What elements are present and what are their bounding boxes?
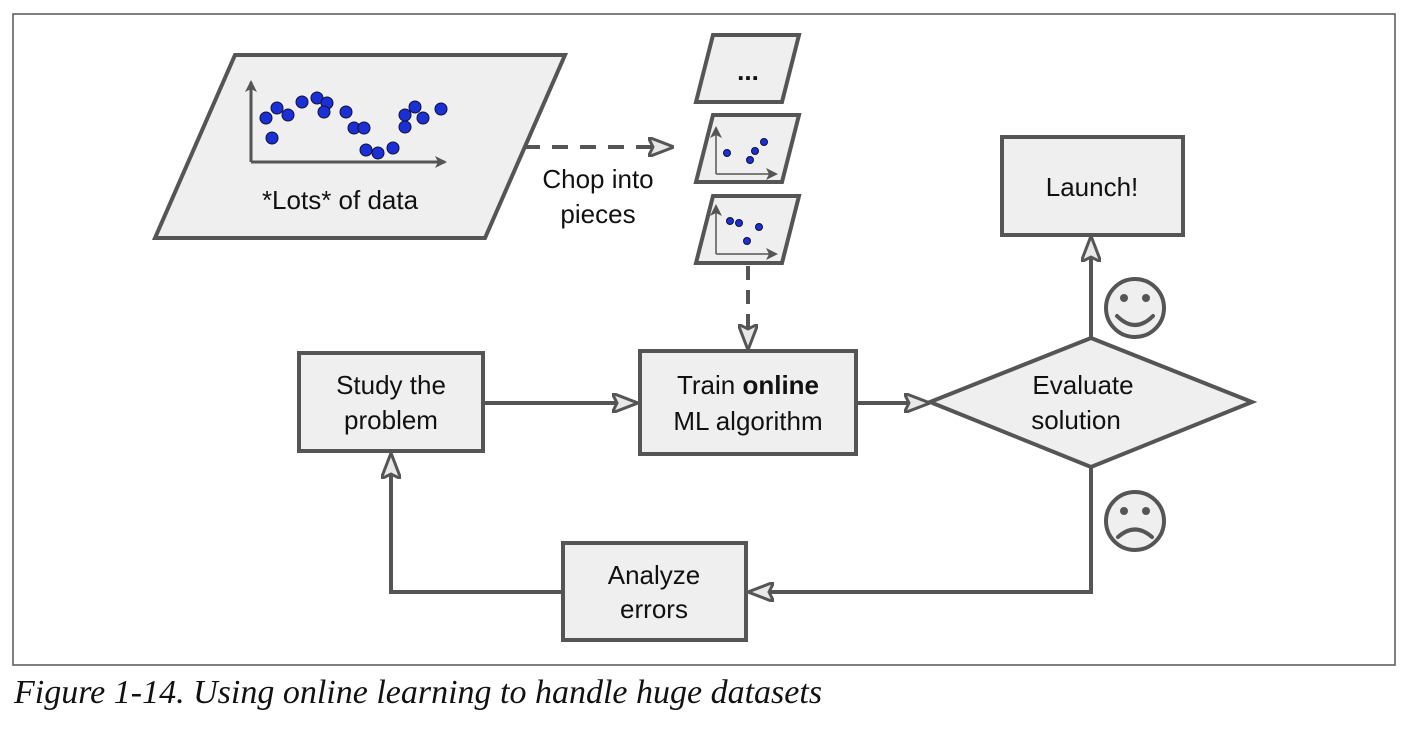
data-point (760, 138, 768, 146)
data-piece-3 (693, 194, 802, 265)
study-label-line2: problem (344, 405, 438, 435)
analyze-errors-box: Analyze errors (561, 541, 748, 642)
data-point (416, 111, 430, 125)
study-problem-box: Study the problem (297, 351, 485, 453)
analyze-to-study-arrow (391, 455, 563, 594)
data-point (295, 95, 309, 109)
evaluate-to-analyze-arrow (750, 467, 1093, 592)
train-algorithm-box: Train online ML algorithm (638, 349, 858, 456)
data-point (723, 149, 731, 157)
data-point (398, 120, 412, 134)
evaluate-label-line2: solution (1031, 405, 1121, 435)
data-point (371, 146, 385, 160)
launch-label: Launch! (1046, 172, 1139, 202)
piece-3-points (726, 217, 763, 245)
data-point (398, 108, 412, 122)
piece-ellipsis-label: ... (737, 56, 759, 86)
evaluate-solution-diamond: Evaluate solution (924, 335, 1258, 470)
data-point (735, 219, 743, 227)
train-label-prefix: Train (677, 370, 743, 400)
data-piece-ellipsis: ... (693, 33, 802, 104)
data-point (357, 121, 371, 135)
data-point (259, 111, 273, 125)
data-label: *Lots* of data (262, 185, 419, 215)
piece-2-points (723, 138, 768, 164)
analyze-label-line2: errors (620, 594, 688, 624)
data-point (386, 141, 400, 155)
data-point (434, 102, 448, 116)
sad-face-icon (1104, 490, 1166, 552)
data-point (751, 147, 759, 155)
evaluate-label-line1: Evaluate (1032, 370, 1133, 400)
train-label-line1: Train online (677, 370, 819, 400)
data-point (408, 100, 422, 114)
train-label-bold: online (742, 370, 819, 400)
online-learning-diagram: *Lots* of data Chop into pieces ... Stud… (12, 13, 1396, 666)
data-point (270, 101, 284, 115)
data-point (755, 223, 763, 231)
chop-label-line1: Chop into (542, 164, 653, 194)
figure-caption: Figure 1-14. Using online learning to ha… (14, 674, 823, 711)
data-parallelogram: *Lots* of data (151, 53, 569, 240)
data-point (317, 105, 331, 119)
study-label-line1: Study the (336, 370, 446, 400)
data-point (281, 108, 295, 122)
data-point (359, 143, 373, 157)
data-point (743, 237, 751, 245)
data-point (746, 156, 754, 164)
data-point (339, 105, 353, 119)
chop-label-line2: pieces (560, 199, 635, 229)
data-point (265, 131, 279, 145)
train-label-line2: ML algorithm (673, 406, 822, 436)
smiley-face-icon (1104, 277, 1166, 339)
data-point (726, 217, 734, 225)
analyze-label-line1: Analyze (608, 560, 701, 590)
data-points (259, 91, 448, 160)
data-piece-2 (693, 113, 802, 184)
launch-box: Launch! (1000, 135, 1185, 237)
